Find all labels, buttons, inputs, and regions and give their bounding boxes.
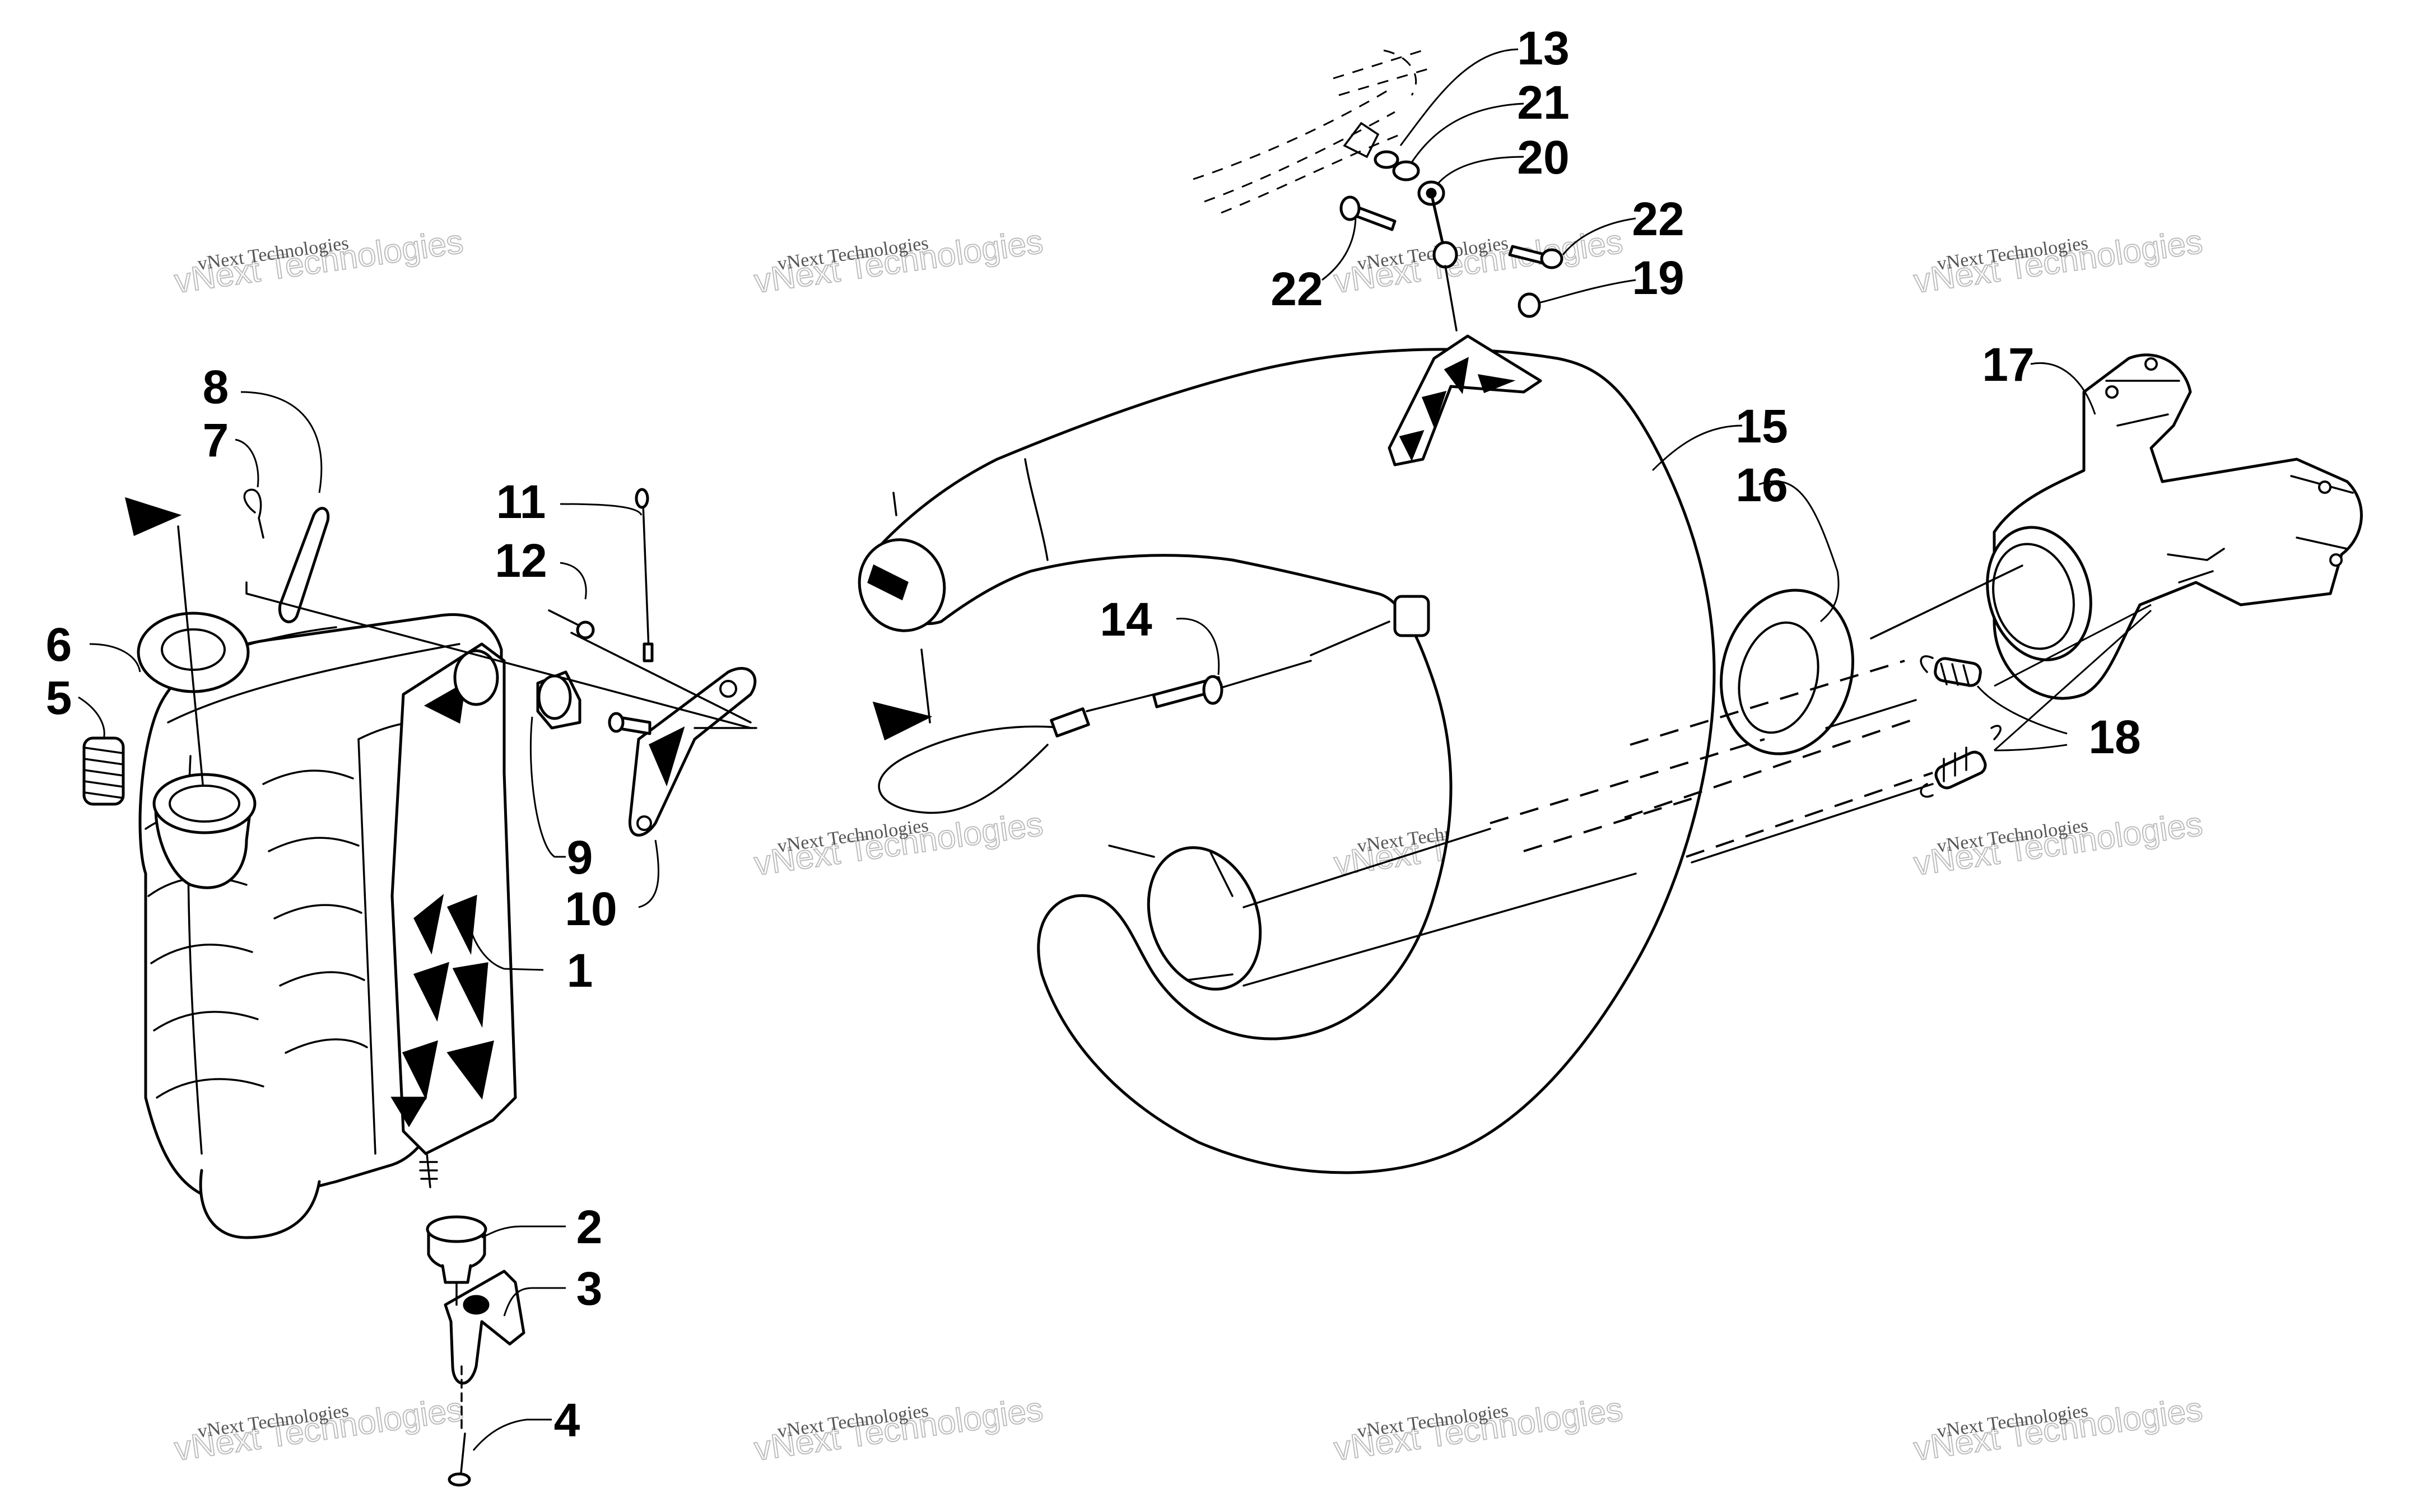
callout-22a: 22 xyxy=(1632,193,1684,245)
callout-15: 15 xyxy=(1735,400,1788,452)
callout-21: 21 xyxy=(1517,76,1569,129)
exhaust-pipe xyxy=(858,334,1716,1174)
callout-17: 17 xyxy=(1982,338,2034,391)
grommet-part-2 xyxy=(426,1215,487,1284)
callout-16: 16 xyxy=(1735,459,1788,511)
clip-part-7 xyxy=(243,488,264,539)
muffler xyxy=(138,613,517,1239)
callout-8: 8 xyxy=(203,361,229,413)
callout-12: 12 xyxy=(495,534,547,587)
callout-4: 4 xyxy=(554,1394,580,1446)
callout-19: 19 xyxy=(1632,251,1684,304)
manifold-part-17 xyxy=(1986,353,2363,700)
callout-1: 1 xyxy=(567,944,593,997)
callout-6: 6 xyxy=(46,618,72,671)
direction-arrow-left xyxy=(124,497,182,536)
screw-part-4 xyxy=(448,1432,471,1487)
gasket-part-16 xyxy=(1719,589,1855,755)
callout-5: 5 xyxy=(46,671,72,724)
bracket-part-3 xyxy=(444,1270,525,1385)
direction-arrow-center xyxy=(872,701,933,741)
link-rod-assembly xyxy=(1339,150,1563,332)
callout-22b: 22 xyxy=(1270,263,1323,315)
spring-part-18a xyxy=(1920,655,1982,687)
spring-part-5 xyxy=(82,736,125,806)
spring-part-18b xyxy=(1920,725,2002,798)
callout-20: 20 xyxy=(1517,131,1569,184)
callout-13: 13 xyxy=(1517,22,1569,74)
callout-labels: 1 2 3 4 5 6 7 8 9 10 11 12 13 21 20 22 1… xyxy=(46,22,2141,1446)
callout-14: 14 xyxy=(1100,593,1152,646)
callout-9: 9 xyxy=(567,831,593,884)
callout-10: 10 xyxy=(565,883,617,935)
sensor-part-14 xyxy=(878,595,1430,814)
grommet-part-6 xyxy=(137,612,250,693)
leader-lines xyxy=(78,48,2152,1451)
frame-mount-sketch xyxy=(1193,49,1435,214)
callout-7: 7 xyxy=(203,414,229,466)
callout-3: 3 xyxy=(576,1262,603,1315)
spring-clip-part-8 xyxy=(278,507,330,623)
callout-18: 18 xyxy=(2088,711,2140,763)
callout-11: 11 xyxy=(496,475,546,528)
callout-2: 2 xyxy=(576,1201,603,1253)
bushing-part-9 xyxy=(536,670,581,730)
cable-part-11 xyxy=(635,488,654,662)
pin-part-12 xyxy=(548,609,595,640)
bracket-part-10 xyxy=(628,667,757,837)
